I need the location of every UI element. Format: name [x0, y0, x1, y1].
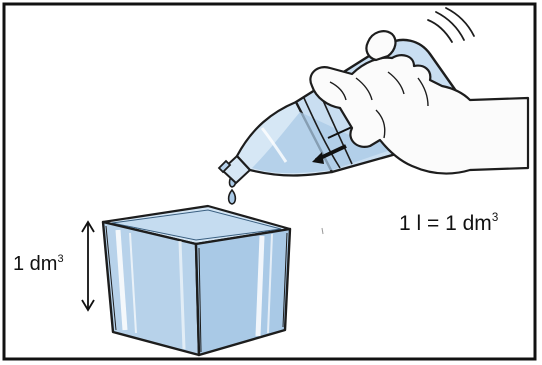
- double-arrow-icon: [82, 222, 94, 310]
- motion-lines-icon: [428, 8, 474, 42]
- cube-side-label: 1 dm3: [13, 254, 64, 274]
- water-cube: [103, 206, 290, 355]
- cube-right-face: [196, 229, 290, 355]
- volume-equation-label: 1 l = 1 dm3: [399, 213, 498, 234]
